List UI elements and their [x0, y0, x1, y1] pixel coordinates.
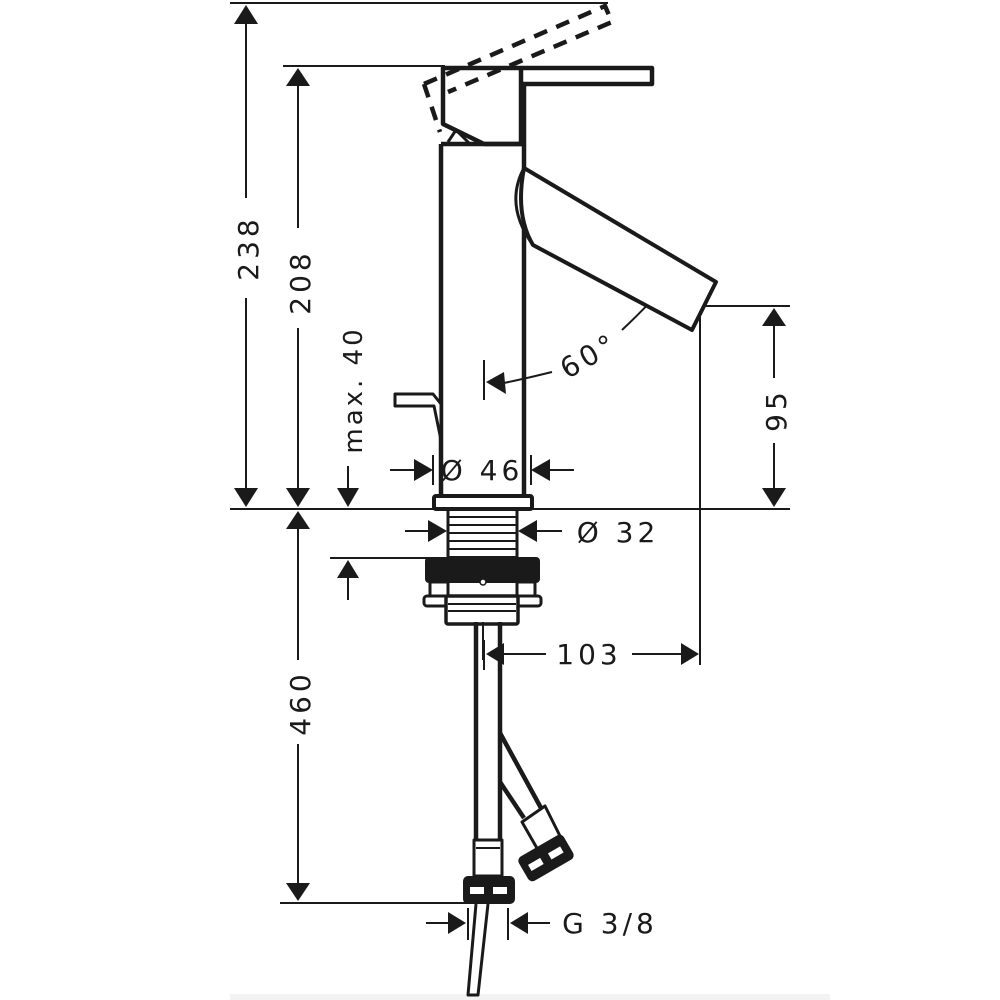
faucet-body — [393, 3, 718, 511]
lever-open-position-lower — [421, 83, 443, 133]
arrow-right-icon — [428, 520, 447, 542]
arrow-up-icon — [286, 511, 310, 529]
arrow-down-icon — [762, 488, 786, 507]
dimension-max-40: max. 40 — [337, 326, 369, 600]
extension-lines — [230, 2, 790, 904]
arrow-right-icon — [414, 459, 433, 481]
arrow-left-icon — [510, 912, 528, 934]
threaded-shank — [422, 507, 543, 626]
dim-208-label: 208 — [284, 249, 317, 314]
arrow-down-icon — [234, 488, 258, 507]
dim-diameter-46-label: Ø 46 — [441, 454, 524, 487]
dimension-460: 460 — [284, 511, 317, 901]
dim-95-label: 95 — [760, 388, 793, 432]
dim-angle-60-label: 60° — [554, 326, 624, 385]
arrow-down-icon — [286, 883, 310, 901]
spout — [519, 166, 718, 332]
arrow-left-icon — [486, 372, 506, 394]
bottom-band — [230, 994, 830, 1000]
dim-238-label: 238 — [232, 215, 265, 280]
base-flange — [432, 494, 534, 511]
arrow-right-icon — [681, 643, 699, 665]
arrow-down-icon — [286, 488, 310, 507]
arrow-up-icon — [286, 68, 310, 86]
arrow-up-icon — [234, 5, 258, 24]
lever-open-position — [423, 3, 615, 95]
dimension-103: 103 — [483, 638, 699, 671]
arrow-left-icon — [518, 520, 537, 542]
supply-hoses — [463, 622, 574, 997]
arrow-right-icon — [448, 912, 466, 934]
dim-diameter-32-label: Ø 32 — [577, 516, 660, 549]
lever-handle — [521, 65, 655, 87]
pull-rod — [393, 392, 443, 442]
arrow-up-icon — [337, 560, 359, 578]
dimension-208: 208 — [284, 68, 317, 507]
dimension-diameter-32: Ø 32 — [405, 516, 660, 549]
dim-max-40-label: max. 40 — [339, 326, 369, 453]
dimension-95: 95 — [760, 308, 793, 507]
arrow-down-icon — [337, 488, 359, 507]
arrow-up-icon — [762, 308, 786, 326]
spout-curve — [514, 167, 535, 246]
mounting-nut — [425, 557, 540, 583]
dimension-g-3-8: G 3/8 — [426, 907, 658, 940]
dim-103-label: 103 — [556, 638, 621, 671]
dim-g-3-8-label: G 3/8 — [562, 907, 658, 940]
dimension-238: 238 — [232, 5, 265, 507]
arrow-left-icon — [531, 459, 550, 481]
dimension-diameter-46: Ø 46 — [390, 454, 574, 487]
dim-460-label: 460 — [284, 670, 317, 735]
lever-pivot — [446, 128, 472, 146]
